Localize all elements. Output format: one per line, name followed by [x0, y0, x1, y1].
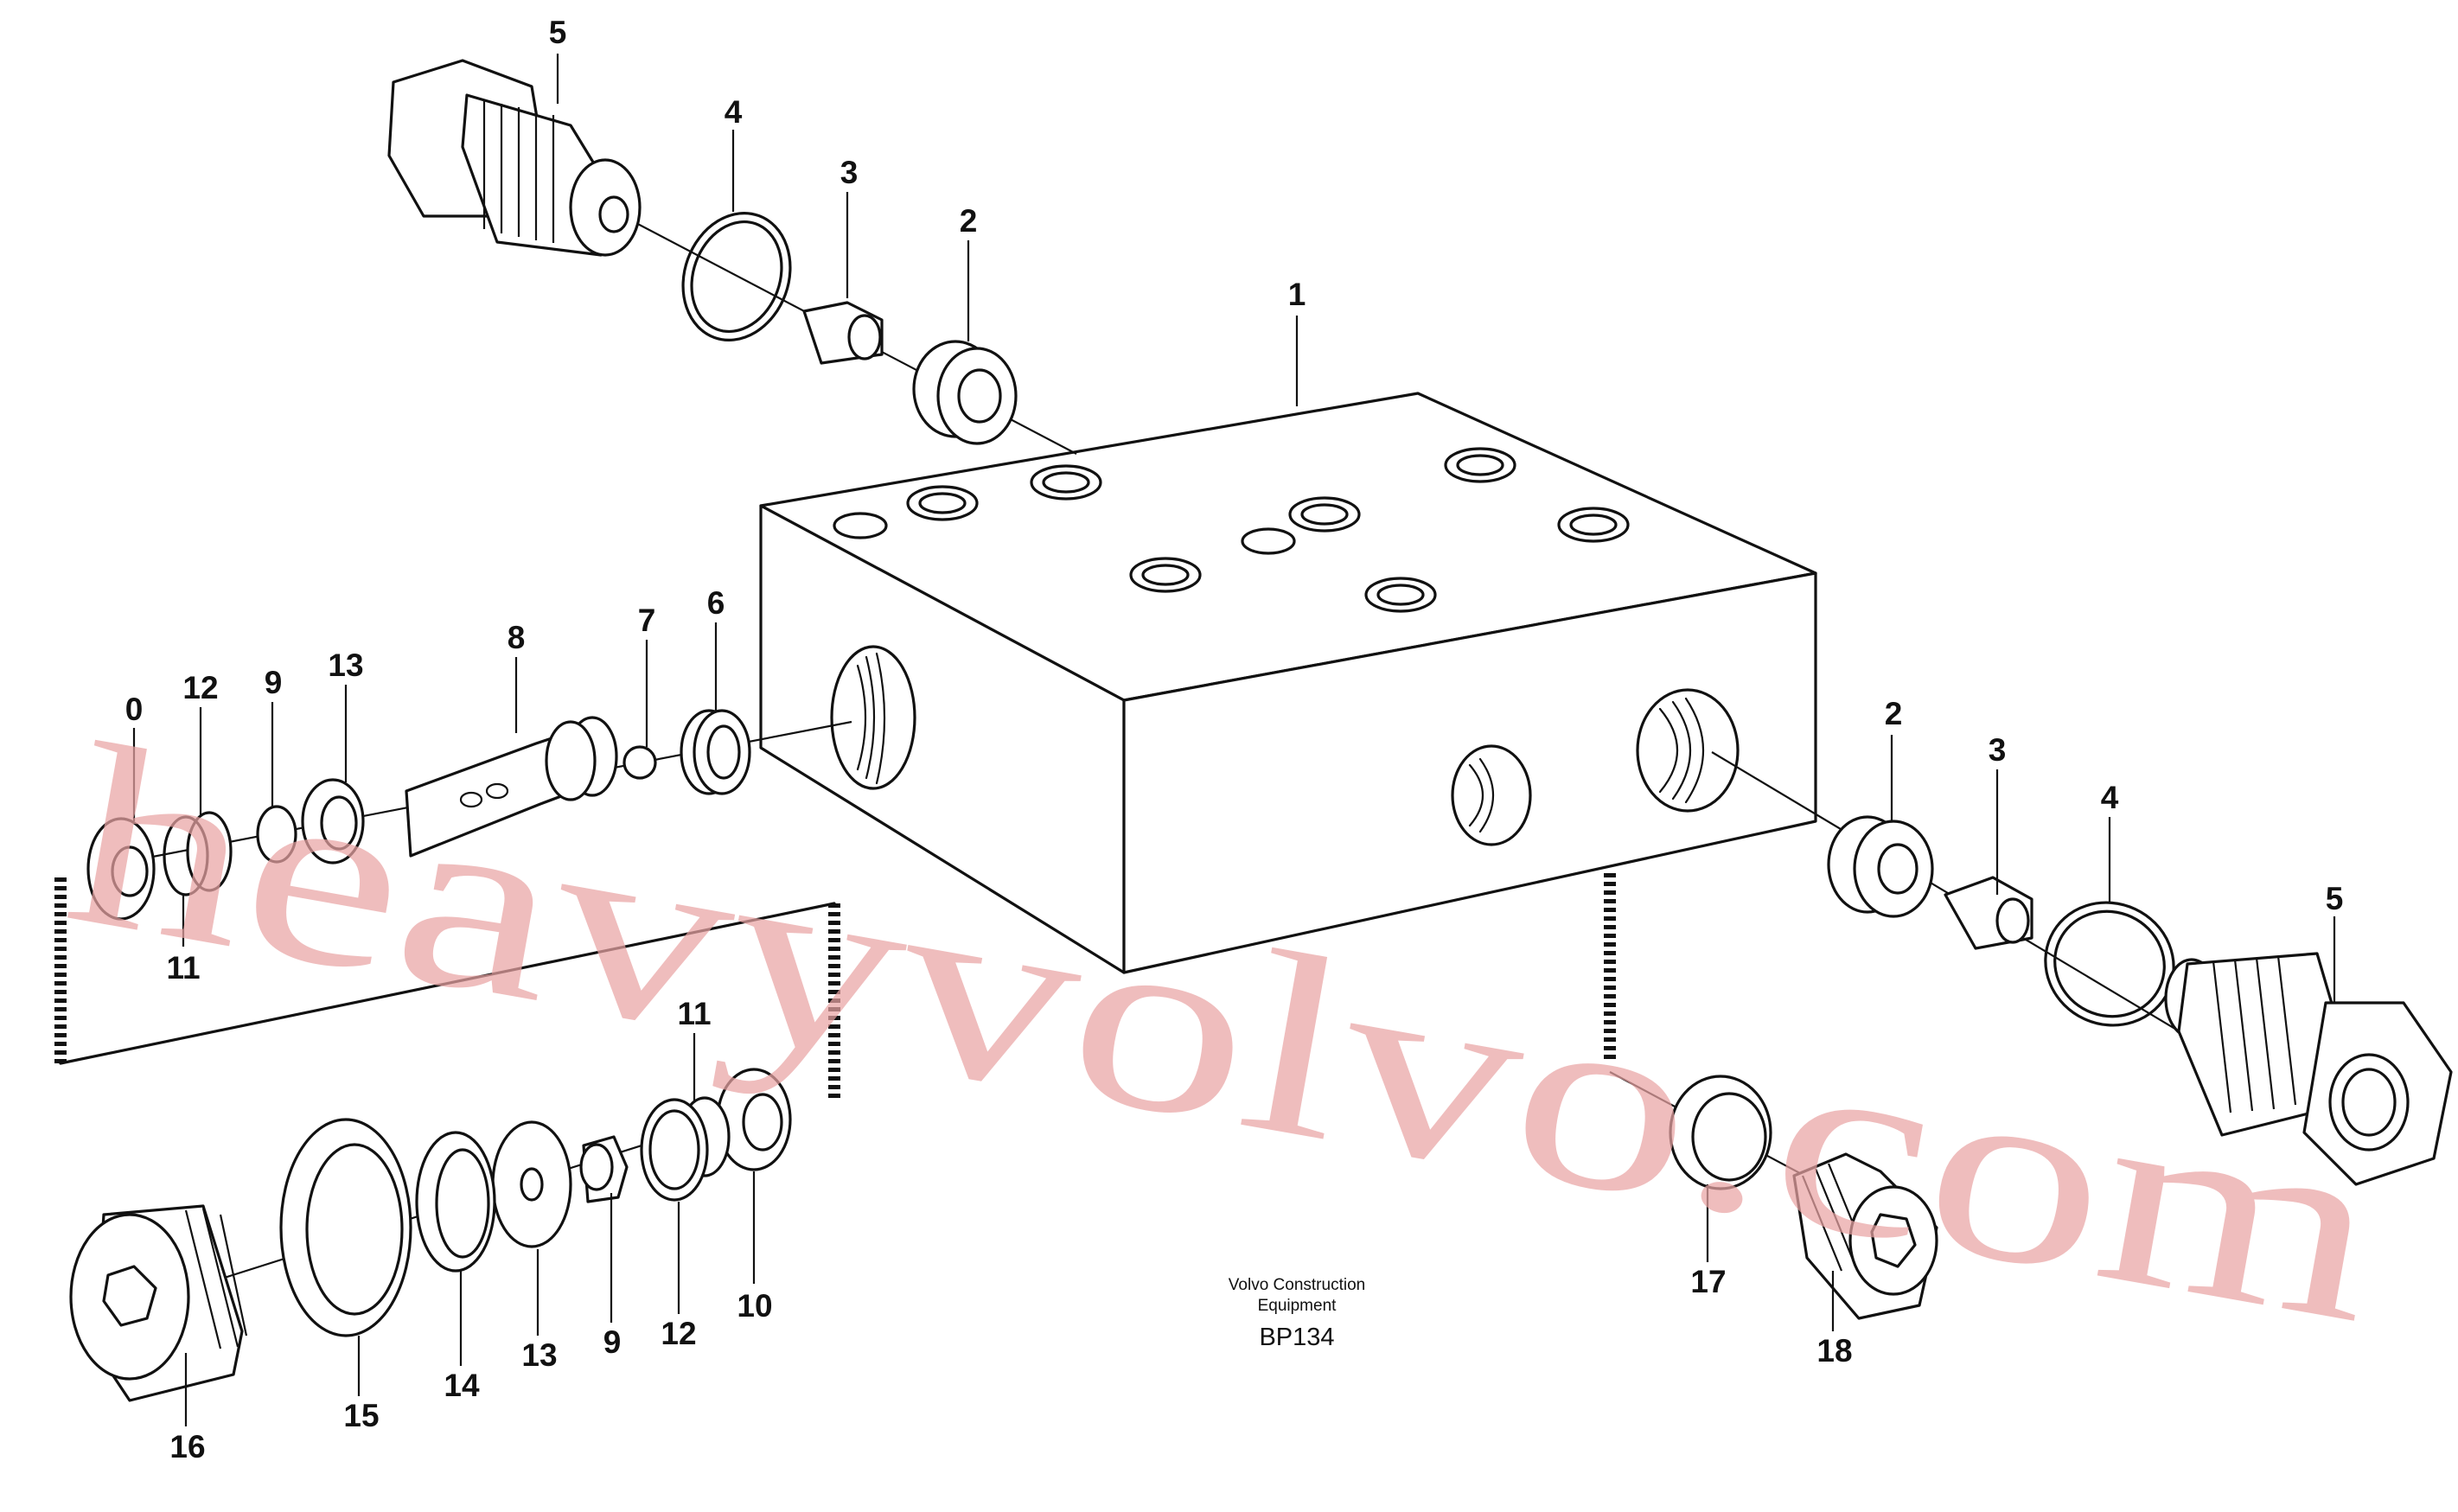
label-18: 18 — [1816, 1333, 1852, 1368]
label-9-left: 9 — [265, 665, 283, 700]
label-6: 6 — [707, 585, 725, 621]
dashed-connectors — [54, 873, 1616, 1098]
label-2-right: 2 — [1885, 696, 1903, 731]
label-1: 1 — [1288, 277, 1306, 312]
label-5-top: 5 — [549, 15, 567, 50]
label-10: 10 — [737, 1288, 772, 1324]
right-cartridge — [1711, 751, 2453, 1186]
part-labels: 1 2 3 4 5 2 3 4 5 6 7 8 13 9 12 0 11 11 … — [125, 15, 2344, 1464]
label-16: 16 — [169, 1429, 205, 1464]
label-3-right: 3 — [1989, 732, 2007, 768]
figure-code: BP134 — [1259, 1324, 1334, 1351]
label-17: 17 — [1690, 1264, 1726, 1299]
label-7: 7 — [638, 603, 656, 638]
label-3-top: 3 — [840, 155, 859, 190]
label-11-bottom: 11 — [677, 996, 711, 1031]
bottom-plug-assembly — [69, 1068, 792, 1402]
left-spool — [86, 709, 852, 921]
bottom-right-plug — [1609, 1071, 1938, 1320]
label-0-left: 0 — [125, 692, 144, 727]
label-4-top: 4 — [725, 94, 743, 130]
valve-block — [759, 392, 1817, 974]
label-11-left: 11 — [166, 950, 200, 986]
label-15: 15 — [343, 1398, 379, 1433]
label-2-top: 2 — [960, 203, 978, 239]
label-12-left: 12 — [182, 670, 218, 705]
label-4-right: 4 — [2101, 780, 2119, 815]
top-left-cartridge — [387, 59, 1077, 455]
label-13-left: 13 — [328, 648, 363, 683]
leader-lines — [132, 54, 2336, 1426]
credit-block: Volvo Construction Equipment BP134 — [1229, 1276, 1365, 1351]
label-13-bottom: 13 — [521, 1337, 557, 1373]
label-5-right: 5 — [2326, 881, 2344, 916]
label-12-bottom: 12 — [661, 1316, 696, 1351]
label-9-bottom: 9 — [603, 1324, 622, 1360]
label-14: 14 — [444, 1368, 480, 1403]
credit-line-1: Volvo Construction — [1229, 1276, 1365, 1294]
label-8: 8 — [508, 620, 526, 655]
credit-line-2: Equipment — [1258, 1297, 1338, 1315]
